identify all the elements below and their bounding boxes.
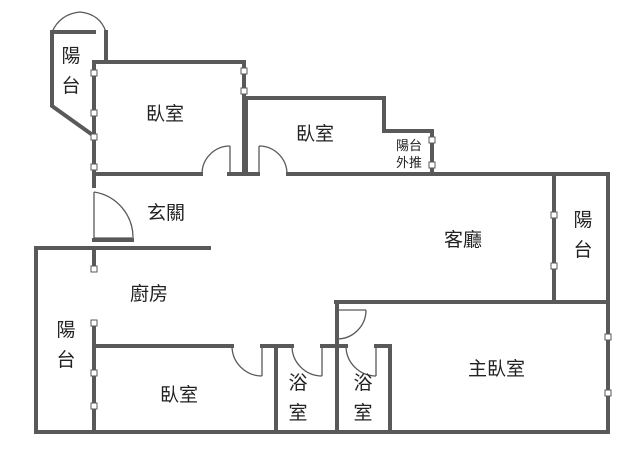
jamb: [550, 262, 558, 270]
label-bedroom-1: 臥室: [146, 104, 185, 125]
jamb: [90, 109, 98, 117]
doors: [51, 11, 377, 377]
label-bath-2: 浴室: [353, 373, 373, 424]
door-master: [336, 309, 367, 340]
jamb: [428, 136, 436, 144]
label-balcony-top-left: 陽台: [61, 46, 81, 97]
jamb: [550, 211, 558, 219]
door-bath1: [291, 345, 323, 377]
jamb: [90, 319, 98, 327]
window-jambs: [90, 67, 612, 410]
wall-top-left-balcony: [50, 30, 97, 139]
label-living-room: 客廳: [444, 230, 483, 251]
jamb: [240, 87, 248, 95]
jamb: [90, 369, 98, 377]
door-bath2: [345, 345, 377, 377]
label-balcony-left: 陽台: [56, 320, 76, 371]
door-entrance: [93, 191, 134, 240]
label-bedroom-2: 臥室: [296, 124, 335, 145]
jamb: [428, 161, 436, 169]
label-bedroom-3: 臥室: [160, 385, 199, 406]
label-bath-1: 浴室: [288, 373, 308, 424]
wall-bedroom2-top: [244, 96, 434, 176]
label-balcony-outward-1: 陽台: [395, 138, 422, 153]
jamb: [604, 333, 612, 341]
door-bedroom3: [231, 345, 263, 377]
jamb: [604, 389, 612, 397]
jamb: [90, 163, 98, 171]
walls: [34, 30, 610, 434]
label-kitchen: 廚房: [130, 284, 169, 305]
door-bedroom1: [201, 145, 231, 175]
jamb: [90, 69, 98, 77]
door-balcony-top-left: [51, 11, 107, 33]
jamb: [90, 133, 98, 141]
wall-left-outer: [34, 246, 96, 434]
jamb: [90, 265, 98, 273]
label-balcony-right: 陽台: [573, 210, 593, 261]
label-foyer: 玄關: [147, 203, 186, 224]
label-master-bedroom: 主臥室: [468, 359, 526, 380]
jamb: [90, 402, 98, 410]
label-balcony-outward-2: 外推: [395, 155, 422, 170]
jamb: [240, 67, 248, 75]
door-bedroom2: [258, 145, 288, 175]
